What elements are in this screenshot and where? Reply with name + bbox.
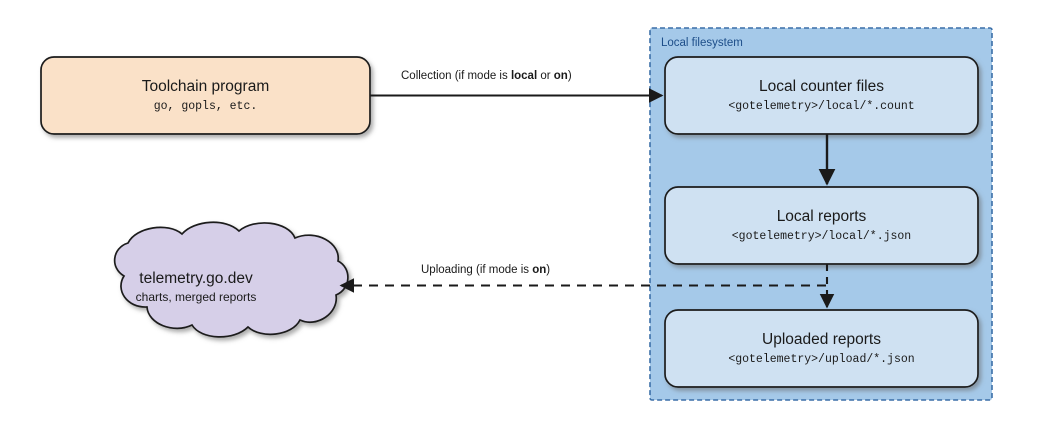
node-local-reports[interactable]: [664, 186, 979, 265]
edge-uploading-label-prefix: Uploading (if mode is: [421, 264, 532, 276]
toolchain-program-title: Toolchain program: [142, 78, 270, 95]
node-telemetry-cloud[interactable]: [113, 221, 349, 338]
telemetry-cloud-title: telemetry.go.dev: [139, 270, 253, 287]
toolchain-program-box[interactable]: [40, 56, 371, 135]
uploaded-reports-box[interactable]: [664, 309, 979, 388]
edge-collection-label-mid: or: [537, 70, 554, 82]
uploaded-reports-title: Uploaded reports: [762, 331, 881, 348]
edge-collection-label-kw-on: on: [554, 70, 568, 82]
edge-uploading-label-kw-on: on: [532, 264, 546, 276]
local-counter-files-box[interactable]: [664, 56, 979, 135]
edge-collection-label-kw-local: local: [511, 70, 537, 82]
local-reports-path: <gotelemetry>/local/*.json: [732, 230, 911, 243]
local-counter-files-path: <gotelemetry>/local/*.count: [728, 100, 914, 113]
toolchain-program-subtitle: go, gopls, etc.: [154, 100, 258, 113]
local-reports-title: Local reports: [777, 208, 867, 225]
node-toolchain-program[interactable]: [40, 56, 371, 135]
uploaded-reports-path: <gotelemetry>/upload/*.json: [728, 353, 914, 366]
node-local-counter-files[interactable]: [664, 56, 979, 135]
local-reports-box[interactable]: [664, 186, 979, 265]
edge-collection-label-prefix: Collection (if mode is: [401, 70, 511, 82]
node-uploaded-reports[interactable]: [664, 309, 979, 388]
telemetry-cloud-shape[interactable]: [113, 221, 349, 338]
local-filesystem-label: Local filesystem: [661, 37, 743, 49]
edge-collection-label: Collection (if mode is local or on): [401, 70, 572, 82]
telemetry-cloud-subtitle: charts, merged reports: [136, 290, 257, 304]
local-counter-files-title: Local counter files: [759, 78, 884, 95]
edge-uploading-label-suffix: ): [546, 264, 550, 276]
edge-collection-label-suffix: ): [568, 70, 572, 82]
edge-uploading-label: Uploading (if mode is on): [421, 264, 550, 276]
